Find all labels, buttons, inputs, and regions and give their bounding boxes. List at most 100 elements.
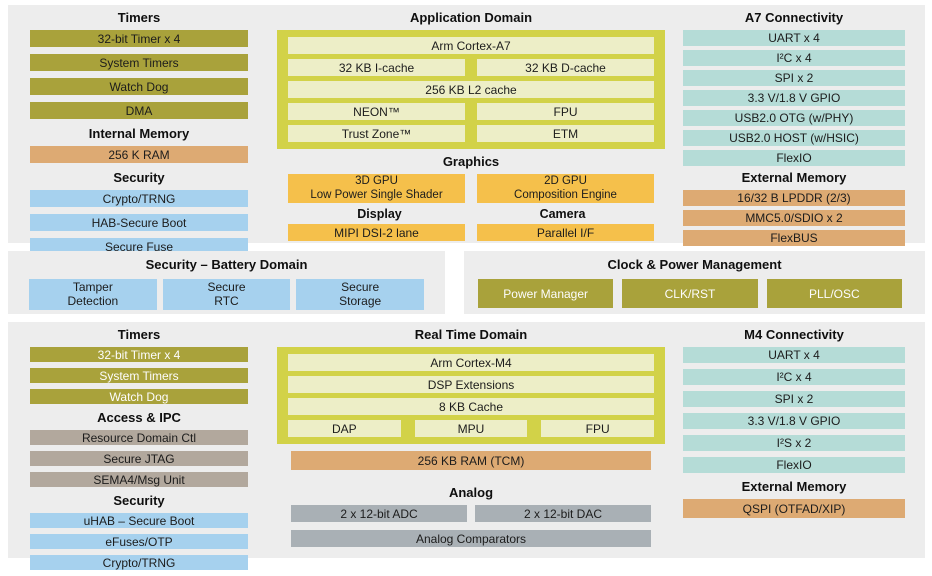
block-3d-gpu: 3D GPU Low Power Single Shader xyxy=(288,174,465,203)
block-gpio-m4: 3.3 V/1.8 V GPIO xyxy=(683,413,905,429)
clock-power-panel: Clock & Power Management Power Manager C… xyxy=(464,251,925,314)
block-uart-a7: UART x 4 xyxy=(683,30,905,46)
block-mmc-sdio: MMC5.0/SDIO x 2 xyxy=(683,210,905,226)
block-neon: NEON™ xyxy=(288,103,465,120)
section-title-security-m4: Security xyxy=(113,493,165,508)
adc-dac-row: 2 x 12-bit ADC 2 x 12-bit DAC xyxy=(291,505,651,522)
block-spi-m4: SPI x 2 xyxy=(683,391,905,407)
trustzone-etm-row: Trust Zone™ ETM xyxy=(288,125,654,142)
block-sema4-msg-unit: SEMA4/Msg Unit xyxy=(30,472,248,487)
block-pll-osc: PLL/OSC xyxy=(766,279,902,308)
block-secure-fuse: Secure Fuse xyxy=(30,238,248,255)
m4-peripherals-column: Timers 32-bit Timer x 4 System Timers Wa… xyxy=(30,324,248,576)
block-fpu-a7: FPU xyxy=(477,103,654,120)
block-watchdog-m4: Watch Dog xyxy=(30,389,248,404)
block-power-manager: Power Manager xyxy=(478,279,614,308)
section-title-external-memory-a7: External Memory xyxy=(741,170,847,185)
section-title-timers-a7: Timers xyxy=(117,10,161,25)
block-usb-host: USB2.0 HOST (w/HSIC) xyxy=(683,130,905,146)
section-title-security-a7: Security xyxy=(113,170,165,185)
block-i2c-a7: I²C x 4 xyxy=(683,50,905,66)
block-adc: 2 x 12-bit ADC xyxy=(291,505,467,522)
block-dcache: 32 KB D-cache xyxy=(477,59,654,76)
block-secure-rtc: Secure RTC xyxy=(162,279,291,310)
block-arm-cortex-a7: Arm Cortex-A7 xyxy=(288,37,654,54)
block-analog-comparators: Analog Comparators xyxy=(291,530,651,547)
section-title-timers-m4: Timers xyxy=(117,327,161,342)
block-32bit-timer-m4: 32-bit Timer x 4 xyxy=(30,347,248,362)
block-uart-m4: UART x 4 xyxy=(683,347,905,363)
block-lpddr: 16/32 B LPDDR (2/3) xyxy=(683,190,905,206)
section-title-internal-memory: Internal Memory xyxy=(88,126,190,141)
block-8kb-cache: 8 KB Cache xyxy=(288,398,654,415)
block-secure-jtag: Secure JTAG xyxy=(30,451,248,466)
block-crypto-trng-a7: Crypto/TRNG xyxy=(30,190,248,207)
block-32bit-timer-a7: 32-bit Timer x 4 xyxy=(30,30,248,47)
section-title-security-battery: Security – Battery Domain xyxy=(145,257,308,272)
neon-fpu-row: NEON™ FPU xyxy=(288,103,654,120)
block-system-timers-a7: System Timers xyxy=(30,54,248,71)
block-gpio-a7: 3.3 V/1.8 V GPIO xyxy=(683,90,905,106)
block-l2-cache: 256 KB L2 cache xyxy=(288,81,654,98)
section-title-clock-power: Clock & Power Management xyxy=(607,257,782,272)
section-title-a7-connectivity: A7 Connectivity xyxy=(744,10,844,25)
section-title-analog: Analog xyxy=(448,485,494,500)
block-2d-gpu: 2D GPU Composition Engine xyxy=(477,174,654,203)
cortex-m4-core-box: Arm Cortex-M4 DSP Extensions 8 KB Cache … xyxy=(277,347,665,444)
section-title-external-memory-m4: External Memory xyxy=(741,479,847,494)
a7-peripherals-column: Timers 32-bit Timer x 4 System Timers Wa… xyxy=(30,7,248,262)
display-camera-row: MIPI DSI-2 lane Parallel I/F xyxy=(277,224,665,241)
block-arm-cortex-m4: Arm Cortex-M4 xyxy=(288,354,654,371)
gpu-row: 3D GPU Low Power Single Shader 2D GPU Co… xyxy=(277,174,665,203)
section-title-display: Display xyxy=(357,207,402,221)
block-etm: ETM xyxy=(477,125,654,142)
battery-blocks-row: Tamper Detection Secure RTC Secure Stora… xyxy=(8,279,445,310)
block-parallel-if: Parallel I/F xyxy=(477,224,654,241)
block-spi-a7: SPI x 2 xyxy=(683,70,905,86)
block-hab-secure-boot: HAB-Secure Boot xyxy=(30,214,248,231)
block-watchdog-a7: Watch Dog xyxy=(30,78,248,95)
block-efuses-otp: eFuses/OTP xyxy=(30,534,248,549)
block-flexio-m4: FlexIO xyxy=(683,457,905,473)
block-clk-rst: CLK/RST xyxy=(622,279,758,308)
block-dac: 2 x 12-bit DAC xyxy=(475,505,651,522)
section-title-application-domain: Application Domain xyxy=(409,10,533,25)
block-i2c-m4: I²C x 4 xyxy=(683,369,905,385)
a7-core-column: Application Domain Arm Cortex-A7 32 KB I… xyxy=(277,7,665,241)
block-mipi-dsi: MIPI DSI-2 lane xyxy=(288,224,465,241)
block-crypto-trng-m4: Crypto/TRNG xyxy=(30,555,248,570)
section-title-real-time-domain: Real Time Domain xyxy=(414,327,528,342)
cache-row-a7: 32 KB I-cache 32 KB D-cache xyxy=(288,59,654,76)
block-icache: 32 KB I-cache xyxy=(288,59,465,76)
block-qspi: QSPI (OTFAD/XIP) xyxy=(683,499,905,518)
block-256k-ram: 256 K RAM xyxy=(30,146,248,163)
block-dap: DAP xyxy=(288,420,401,437)
m4-connectivity-column: M4 Connectivity UART x 4 I²C x 4 SPI x 2… xyxy=(683,324,905,524)
block-flexbus: FlexBUS xyxy=(683,230,905,246)
block-256kb-ram-tcm: 256 KB RAM (TCM) xyxy=(291,451,651,470)
section-title-access-ipc: Access & IPC xyxy=(97,410,181,425)
clock-power-blocks-row: Power Manager CLK/RST PLL/OSC xyxy=(464,279,925,308)
block-flexio-a7: FlexIO xyxy=(683,150,905,166)
block-resource-domain-ctl: Resource Domain Ctl xyxy=(30,430,248,445)
block-trust-zone: Trust Zone™ xyxy=(288,125,465,142)
block-mpu: MPU xyxy=(414,420,528,437)
block-system-timers-m4: System Timers xyxy=(30,368,248,383)
m4-core-column: Real Time Domain Arm Cortex-M4 DSP Exten… xyxy=(277,324,665,547)
block-secure-storage: Secure Storage xyxy=(296,279,425,310)
section-title-m4-connectivity: M4 Connectivity xyxy=(744,327,844,342)
application-domain-panel: Timers 32-bit Timer x 4 System Timers Wa… xyxy=(8,5,925,255)
dap-mpu-fpu-row: DAP MPU FPU xyxy=(288,420,655,437)
security-battery-domain-panel: Security – Battery Domain Tamper Detecti… xyxy=(8,251,445,314)
block-dma: DMA xyxy=(30,102,248,119)
block-fpu-m4: FPU xyxy=(541,420,655,437)
block-i2s-m4: I²S x 2 xyxy=(683,435,905,451)
block-tamper-detection: Tamper Detection xyxy=(29,279,157,310)
block-usb-otg: USB2.0 OTG (w/PHY) xyxy=(683,110,905,126)
block-dsp-extensions: DSP Extensions xyxy=(288,376,654,393)
section-title-graphics: Graphics xyxy=(442,154,500,169)
cortex-a7-core-box: Arm Cortex-A7 32 KB I-cache 32 KB D-cach… xyxy=(277,30,665,149)
a7-connectivity-column: A7 Connectivity UART x 4 I²C x 4 SPI x 2… xyxy=(683,7,905,250)
real-time-domain-panel: Timers 32-bit Timer x 4 System Timers Wa… xyxy=(8,322,925,570)
display-camera-headers: Display Camera xyxy=(277,207,665,221)
